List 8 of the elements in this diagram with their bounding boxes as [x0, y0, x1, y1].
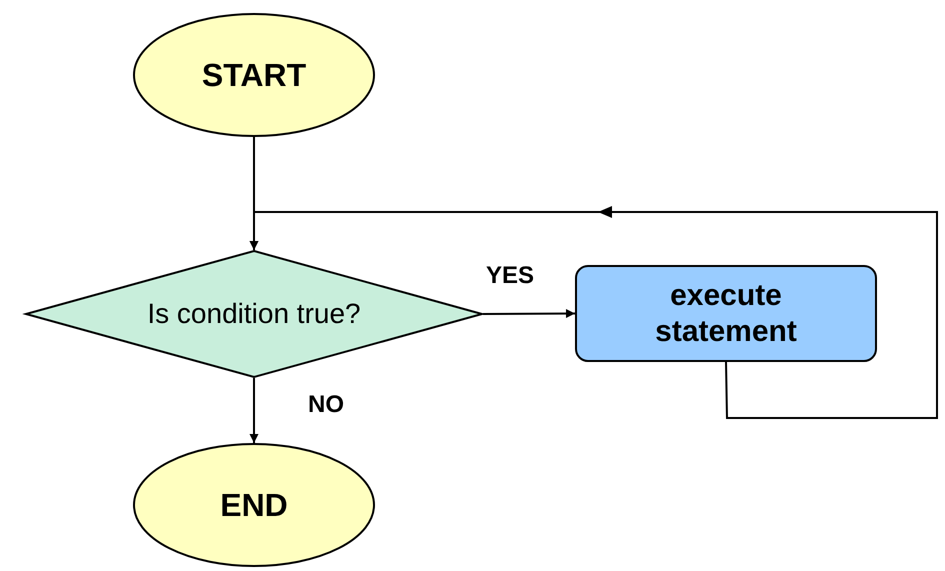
terminal-ellipse [133, 13, 375, 137]
decision-diamond [25, 250, 483, 378]
node-label: Is condition true? [147, 297, 361, 331]
process-box [575, 265, 877, 362]
node-label: execute statement [654, 278, 798, 350]
node-label: END [220, 486, 288, 524]
terminal-ellipse [133, 443, 375, 567]
node-label: START [202, 56, 306, 94]
